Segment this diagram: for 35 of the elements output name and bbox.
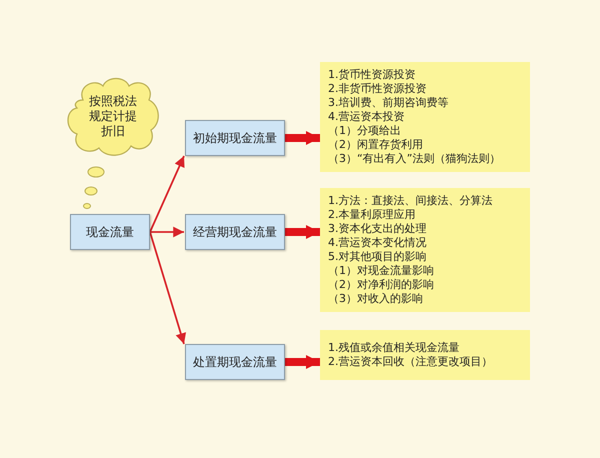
note-line: 4.营运资本投资 — [328, 110, 406, 124]
note-box — [320, 188, 530, 312]
note-line: （2）对净利润的影响 — [328, 278, 435, 292]
box-text: 现金流量 — [86, 224, 134, 240]
block-arrow — [285, 131, 320, 145]
block-arrow — [285, 225, 320, 239]
box-text: 初始期现金流量 — [193, 130, 277, 146]
note-line: 1.货币性资源投资 — [328, 68, 416, 82]
note-line: （3）“有出有入”法则（猫狗法则） — [328, 152, 502, 166]
note-box — [320, 330, 530, 380]
note-line: 2.营运资本回收（注意更改项目） — [328, 355, 494, 369]
note-line: 3.资本化支出的处理 — [328, 222, 428, 236]
arrow — [150, 226, 184, 238]
process-box — [185, 214, 285, 250]
note-line: 4.营运资本变化情况 — [328, 236, 428, 250]
process-box — [185, 120, 285, 156]
note-line: （3）对收入的影响 — [328, 292, 424, 306]
note-line: 1.残值或余值相关现金流量 — [328, 341, 460, 355]
cloud-text: 按照税法规定计提折旧 — [88, 94, 138, 138]
note-line: （2）闲置存货利用 — [328, 138, 424, 152]
arrow — [149, 156, 185, 232]
note-line: 5.对其他项目的影响 — [328, 250, 428, 264]
note-line: 2.本量利原理应用 — [328, 208, 416, 222]
box-text: 处置期现金流量 — [193, 354, 277, 370]
note-line: （1）分项给出 — [328, 124, 402, 138]
block-arrow — [285, 355, 320, 369]
note-line: 2.非货币性资源投资 — [328, 82, 428, 96]
note-line: 3.培训费、前期咨询费等 — [328, 96, 450, 110]
note-box — [320, 62, 530, 172]
arrow — [149, 232, 186, 344]
process-box — [70, 214, 150, 250]
note-line: （1）对现金流量影响 — [328, 264, 435, 278]
box-text: 经营期现金流量 — [193, 224, 277, 240]
process-box — [185, 344, 285, 380]
note-line: 1.方法：直接法、间接法、分算法 — [328, 194, 494, 208]
